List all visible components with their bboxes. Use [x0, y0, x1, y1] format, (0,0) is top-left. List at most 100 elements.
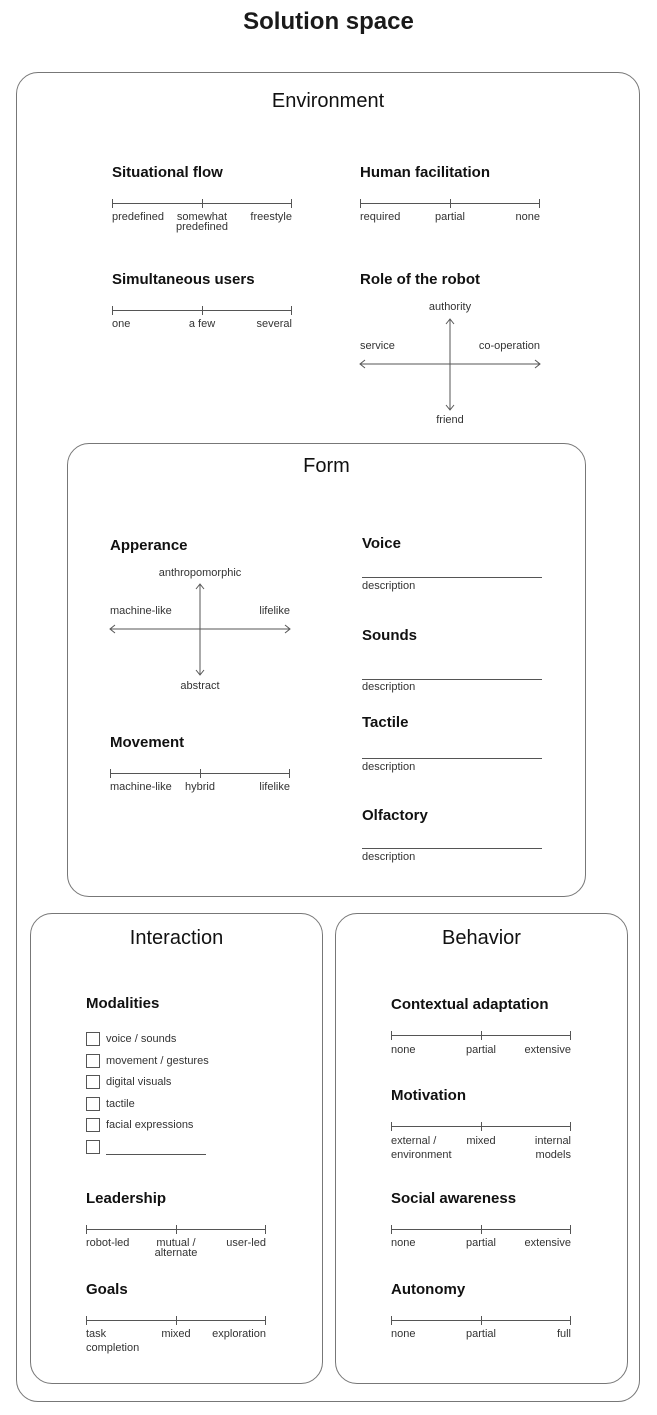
goals-scale	[86, 1316, 266, 1325]
situational-flow-heading: Situational flow	[112, 164, 223, 181]
autonomy-left: none	[391, 1328, 416, 1340]
appearance-top: anthropomorphic	[158, 567, 242, 579]
motivation-right-1: internal	[534, 1135, 571, 1147]
modality-checkbox[interactable]	[86, 1097, 100, 1111]
human-facilitation-mid: partial	[435, 211, 465, 223]
social-awareness-scale	[391, 1225, 571, 1234]
simultaneous-users-heading: Simultaneous users	[112, 271, 255, 288]
situational-flow-left: predefined	[112, 211, 164, 223]
simultaneous-users-mid: a few	[188, 318, 216, 330]
role-of-robot-right: co-operation	[478, 340, 540, 352]
modality-checkbox[interactable]	[86, 1118, 100, 1132]
form-title: Form	[303, 455, 350, 477]
modality-label: facial expressions	[106, 1119, 194, 1131]
contextual-adaptation-heading: Contextual adaptation	[391, 996, 549, 1013]
modality-checkbox[interactable]	[86, 1032, 100, 1046]
appearance-right: lifelike	[259, 605, 290, 617]
role-of-robot-bottom: friend	[436, 414, 464, 426]
movement-left: machine-like	[110, 781, 172, 793]
appearance-bottom: abstract	[180, 680, 220, 692]
modality-label: voice / sounds	[106, 1033, 177, 1045]
sounds-caption: description	[362, 681, 416, 693]
motivation-mid: mixed	[466, 1135, 496, 1147]
environment-panel	[16, 72, 640, 1402]
behavior-title: Behavior	[442, 927, 521, 949]
appearance-axes	[109, 583, 291, 676]
modality-label: digital visuals	[106, 1076, 172, 1088]
autonomy-right: full	[556, 1328, 571, 1340]
contextual-adaptation-scale	[391, 1031, 571, 1040]
leadership-left: robot-led	[86, 1237, 130, 1249]
leadership-mid-2: alternate	[154, 1247, 198, 1259]
human-facilitation-left: required	[360, 211, 401, 223]
behavior-panel	[335, 913, 628, 1384]
modalities-heading: Modalities	[86, 995, 160, 1012]
situational-flow-mid-1: somewhat	[176, 211, 228, 223]
goals-left-2: completion	[86, 1342, 140, 1354]
social-awareness-heading: Social awareness	[391, 1190, 517, 1207]
movement-heading: Movement	[110, 734, 185, 751]
role-of-robot-left: service	[360, 340, 395, 352]
social-awareness-right: extensive	[524, 1237, 571, 1249]
olfactory-caption: description	[362, 851, 416, 863]
page-title: Solution space	[243, 8, 414, 35]
goals-left-1: task	[86, 1328, 107, 1340]
movement-scale	[110, 769, 290, 778]
sounds-line[interactable]	[362, 679, 542, 680]
social-awareness-left: none	[391, 1237, 416, 1249]
voice-line[interactable]	[362, 577, 542, 578]
tactile-caption: description	[362, 761, 416, 773]
goals-right: exploration	[212, 1328, 266, 1340]
simultaneous-users-scale	[112, 306, 292, 315]
role-of-robot-heading: Role of the robot	[360, 271, 480, 288]
olfactory-line[interactable]	[362, 848, 542, 849]
role-of-robot-top: authority	[428, 301, 472, 313]
voice-caption: description	[362, 580, 416, 592]
voice-heading: Voice	[362, 535, 401, 552]
contextual-adaptation-mid: partial	[466, 1044, 496, 1056]
human-facilitation-right: none	[515, 211, 540, 223]
form-panel	[67, 443, 586, 897]
situational-flow-mid-2: predefined	[176, 221, 228, 233]
goals-mid: mixed	[161, 1328, 191, 1340]
modality-label: tactile	[106, 1098, 135, 1110]
interaction-title: Interaction	[129, 927, 224, 949]
leadership-heading: Leadership	[86, 1190, 167, 1207]
autonomy-mid: partial	[466, 1328, 496, 1340]
sounds-heading: Sounds	[362, 627, 417, 644]
modality-other-line[interactable]	[106, 1154, 206, 1155]
tactile-heading: Tactile	[362, 714, 409, 731]
goals-heading: Goals	[86, 1281, 128, 1298]
situational-flow-right: freestyle	[250, 211, 292, 223]
leadership-mid-1: mutual /	[156, 1237, 196, 1249]
olfactory-heading: Olfactory	[362, 807, 428, 824]
autonomy-scale	[391, 1316, 571, 1325]
appearance-left: machine-like	[110, 605, 172, 617]
contextual-adaptation-right: extensive	[524, 1044, 571, 1056]
movement-right: lifelike	[259, 781, 290, 793]
leadership-scale	[86, 1225, 266, 1234]
modality-label: movement / gestures	[106, 1055, 209, 1067]
autonomy-heading: Autonomy	[391, 1281, 466, 1298]
human-facilitation-heading: Human facilitation	[360, 164, 491, 181]
interaction-panel	[30, 913, 323, 1384]
modality-checkbox[interactable]	[86, 1054, 100, 1068]
motivation-right-2: models	[535, 1149, 571, 1161]
situational-flow-scale	[112, 199, 292, 208]
motivation-scale	[391, 1122, 571, 1131]
role-of-robot-axes	[359, 318, 541, 411]
tactile-line[interactable]	[362, 758, 542, 759]
environment-title: Environment	[271, 90, 385, 112]
motivation-left-1: external /	[391, 1135, 437, 1147]
simultaneous-users-left: one	[112, 318, 131, 330]
human-facilitation-scale	[360, 199, 540, 208]
modality-checkbox-other[interactable]	[86, 1140, 100, 1154]
appearance-heading: Apperance	[110, 537, 188, 554]
modality-checkbox[interactable]	[86, 1075, 100, 1089]
movement-mid: hybrid	[185, 781, 215, 793]
simultaneous-users-right: several	[256, 318, 292, 330]
motivation-heading: Motivation	[391, 1087, 466, 1104]
motivation-left-2: environment	[391, 1149, 452, 1161]
leadership-right: user-led	[226, 1237, 266, 1249]
contextual-adaptation-left: none	[391, 1044, 416, 1056]
